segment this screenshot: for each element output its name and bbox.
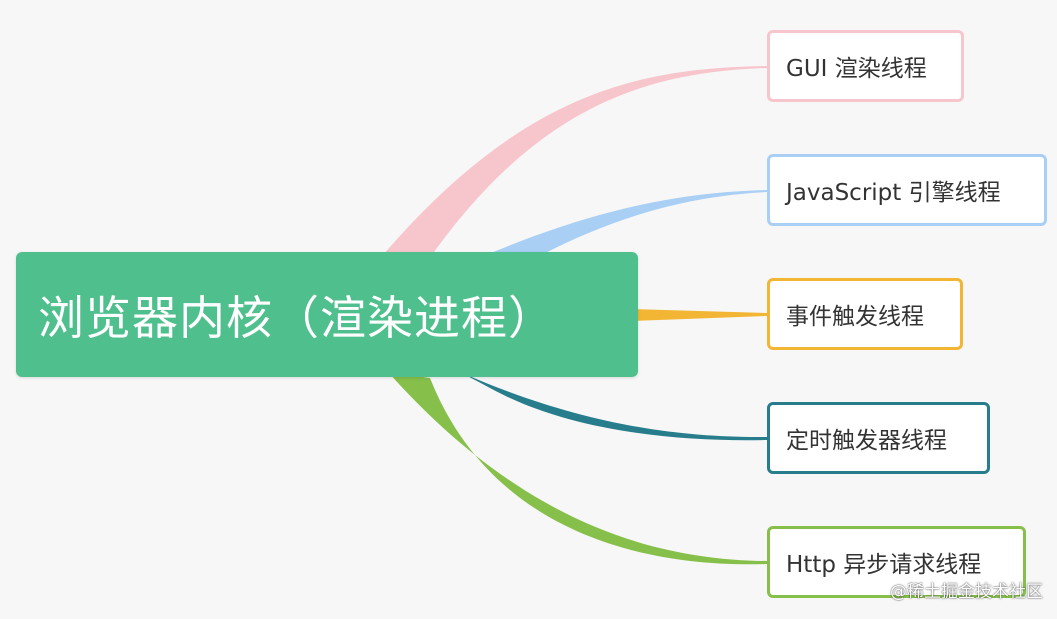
connector-http-async-request-thread xyxy=(388,372,767,565)
root-node-browser-kernel[interactable]: 浏览器内核（渲染进程） xyxy=(16,252,638,377)
node-label: 定时触发器线程 xyxy=(786,428,947,454)
root-node-label: 浏览器内核（渲染进程） xyxy=(38,290,555,345)
connector-timer-trigger-thread xyxy=(460,372,767,441)
connector-gui-render-thread xyxy=(372,66,767,272)
node-label: JavaScript 引擎线程 xyxy=(786,180,1001,206)
node-timer-trigger-thread[interactable]: 定时触发器线程 xyxy=(767,402,990,474)
node-event-trigger-thread[interactable]: 事件触发线程 xyxy=(767,278,963,350)
node-label: Http 异步请求线程 xyxy=(786,552,982,578)
node-label: GUI 渲染线程 xyxy=(786,56,927,82)
node-http-async-request-thread[interactable]: Http 异步请求线程 xyxy=(767,526,1026,598)
connector-event-trigger-thread xyxy=(632,309,767,321)
node-javascript-engine-thread[interactable]: JavaScript 引擎线程 xyxy=(767,154,1047,226)
node-label: 事件触发线程 xyxy=(786,304,924,330)
watermark-text: @稀土掘金技术社区 xyxy=(890,582,1043,602)
connector-javascript-engine-thread xyxy=(470,190,767,272)
node-gui-render-thread[interactable]: GUI 渲染线程 xyxy=(767,30,964,102)
